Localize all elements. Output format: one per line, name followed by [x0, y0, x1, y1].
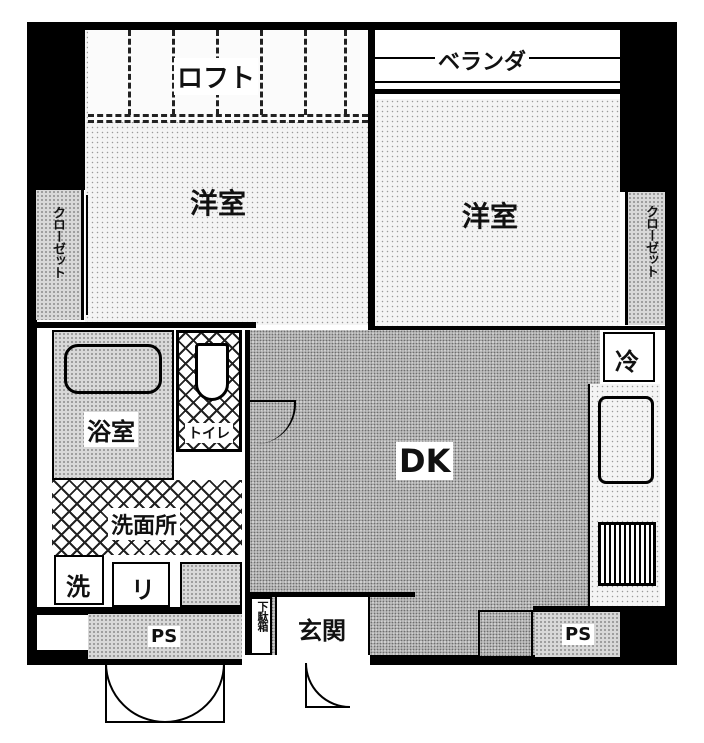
pipe-space-left-label: PS: [148, 626, 181, 647]
closet-right: [625, 192, 665, 325]
floor-drain: [478, 610, 533, 658]
outer-wall-left: [27, 22, 85, 190]
kitchen-counter: [588, 384, 660, 606]
double-door-right[interactable]: [165, 663, 225, 723]
ps-right-wall: [533, 606, 665, 612]
washing-machine-label: 洗: [66, 573, 90, 601]
loft-line: [128, 30, 131, 115]
stove-icon: [598, 522, 656, 586]
veranda: ベランダ: [375, 30, 620, 94]
toilet: トイレ: [176, 330, 242, 452]
shoe-box: 下駄箱: [250, 597, 272, 655]
dk-bottom-wall: [245, 592, 415, 597]
closet-left-label: クローゼット: [50, 206, 65, 278]
closet-right-label: クローゼット: [643, 205, 658, 277]
ps-wall: [36, 607, 242, 615]
veranda-label: ベランダ: [435, 44, 530, 76]
refrigerator: 冷: [603, 332, 655, 382]
loft-label: ロフト: [174, 58, 259, 95]
mid-wall: [36, 322, 256, 328]
western-room-right: [375, 99, 620, 327]
loft-edge: [88, 114, 368, 117]
refrigerator-label: 冷: [615, 348, 639, 376]
bathroom: 浴室: [52, 330, 174, 480]
outer-wall-bottom-right: [370, 655, 677, 665]
outer-wall-left-lower: [27, 190, 37, 665]
loft-area: ロフト: [88, 30, 368, 123]
closet-left-door: [86, 195, 96, 315]
shoe-box-label: 下駄箱: [256, 601, 269, 631]
toilet-label: トイレ: [185, 423, 233, 443]
divider-wall: [368, 28, 375, 330]
veranda-rail: [375, 81, 620, 83]
entrance: 玄関: [275, 597, 370, 655]
linen-cabinet: リ: [112, 562, 170, 607]
ps-right-block: [620, 606, 677, 665]
double-door-left[interactable]: [105, 663, 165, 723]
outer-wall-right: [665, 190, 677, 665]
dining-kitchen-label: DK: [396, 442, 454, 480]
loft-line: [260, 30, 263, 115]
mid-wall-right: [375, 326, 665, 330]
loft-line: [172, 30, 175, 115]
loft-line: [344, 30, 347, 115]
dining-kitchen-ext: [590, 330, 600, 390]
western-room-right-label: 洋室: [462, 200, 519, 233]
loft-edge: [88, 120, 368, 123]
washing-machine: 洗: [54, 555, 104, 605]
linen-cabinet-label: リ: [131, 576, 155, 604]
washbasin-icon: [180, 562, 242, 607]
pipe-space-right-label: PS: [562, 624, 595, 645]
toilet-icon: [195, 343, 229, 401]
washroom: [52, 480, 242, 555]
entrance-door[interactable]: [305, 663, 350, 708]
outer-wall-right-top: [620, 22, 677, 192]
bathroom-label: 浴室: [84, 412, 138, 447]
bathtub-icon: [64, 344, 162, 394]
sink-icon: [598, 396, 654, 484]
outer-wall-top: [27, 22, 677, 30]
closet-left: [36, 190, 84, 320]
entrance-label: 玄関: [295, 611, 349, 646]
western-room-left-label: 洋室: [190, 187, 247, 220]
washroom-label: 洗面所: [108, 508, 181, 540]
loft-line: [304, 30, 307, 115]
